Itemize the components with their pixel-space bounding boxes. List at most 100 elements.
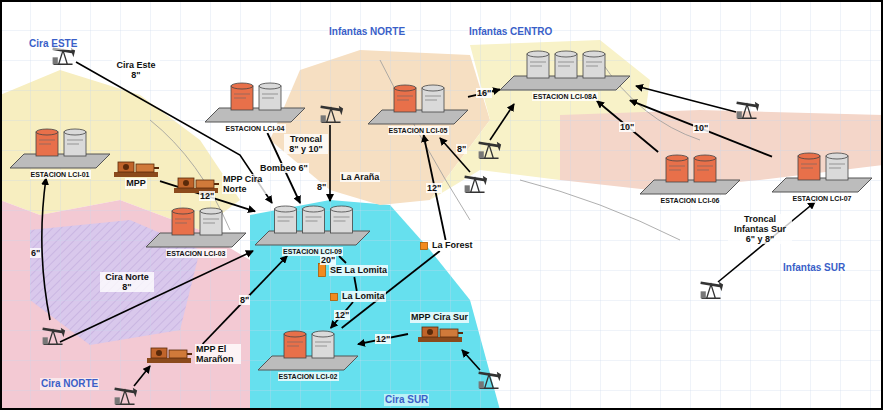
pump-body: [136, 164, 154, 172]
pump-wheel: [183, 180, 189, 186]
pipe-diameter-label: 12": [375, 334, 391, 344]
node-label: MPP Cira Sur: [410, 312, 469, 323]
pump-body: [169, 350, 187, 358]
tank-body: [798, 156, 820, 180]
pumpjack-icon: [701, 282, 724, 298]
tank-top: [275, 206, 297, 212]
flow-line: [134, 366, 150, 386]
pumpjack-icon: [465, 176, 488, 192]
tank-body: [694, 158, 716, 182]
node-label: MPP El Marañon: [195, 344, 241, 364]
tank-top: [200, 208, 222, 214]
station-node: ESTACION LCI-02: [258, 328, 358, 381]
tank-detail: [203, 219, 219, 223]
region-name: Infantas NORTE: [328, 26, 406, 38]
pump-motor: [422, 327, 438, 337]
node-label: ESTACION LCI-06: [660, 196, 721, 205]
site-node: La Forest: [420, 240, 474, 251]
node-label: ESTACION LCI-01: [30, 170, 91, 179]
pipe-diameter-label: 10": [619, 122, 635, 132]
tank-top: [527, 51, 549, 57]
tank-top: [303, 206, 325, 212]
site-node: La Lomita: [330, 291, 386, 302]
tank-body: [259, 86, 281, 110]
tank-body: [331, 209, 353, 233]
pipe-label: Troncal 8" y 10": [284, 134, 328, 154]
pumpjack-icon: [43, 328, 66, 344]
tank-detail: [234, 94, 250, 98]
pipe-label: Cira Norte 8": [100, 272, 154, 292]
tank-body: [312, 334, 334, 358]
tank-top: [64, 129, 86, 135]
site-marker: [420, 242, 428, 250]
pump-station-node: MPP: [112, 158, 160, 189]
node-label: ESTACION LCI-07: [792, 194, 853, 203]
tank-detail: [829, 164, 845, 168]
station-node: ESTACION LCI-03: [146, 205, 246, 258]
tank-top: [583, 51, 605, 57]
tank-detail: [697, 166, 713, 170]
region-name: Cira ESTE: [28, 38, 78, 50]
tank-detail: [530, 62, 546, 66]
tank-body: [555, 54, 577, 78]
tank-body: [422, 88, 444, 112]
pipe-label: Troncal Infantas Sur 6" y 8": [728, 214, 792, 244]
station-node: ESTACION LCI-08A: [500, 48, 630, 101]
station-platform: [146, 233, 246, 247]
pipe-diameter-label: 12": [334, 310, 350, 320]
tank-top: [422, 85, 444, 91]
tank-top: [331, 206, 353, 212]
site-marker-fill: [331, 293, 338, 300]
pipeline-connector: [424, 135, 446, 240]
station-icon: [255, 203, 370, 247]
tank-body: [36, 132, 58, 156]
pump-pipe: [154, 167, 159, 169]
tank-top: [694, 155, 716, 161]
tank-top: [666, 155, 688, 161]
tank-body: [394, 88, 416, 112]
pipe-diameter-label: 12": [199, 191, 215, 201]
tank-detail: [669, 166, 685, 170]
pipeline-connector: [339, 256, 346, 263]
station-node: ESTACION LCI-04: [205, 80, 305, 133]
station-platform: [205, 108, 305, 122]
flow-line: [490, 104, 514, 140]
pipe-diameter-label: 16": [476, 88, 492, 98]
pump-icon: [112, 158, 160, 178]
tank-detail: [175, 219, 191, 223]
pipeline-connector: [630, 100, 772, 156]
pumpjack-icon: [321, 106, 344, 122]
flow-line: [42, 178, 50, 320]
tank-detail: [425, 96, 441, 100]
station-icon: [500, 48, 630, 92]
station-icon: [146, 205, 246, 249]
node-label: SE La Lomita: [329, 265, 388, 276]
tank-body: [284, 334, 306, 358]
station-platform: [368, 110, 468, 124]
tank-top: [312, 331, 334, 337]
flow-line: [329, 125, 331, 201]
tank-body: [172, 211, 194, 235]
pump-base: [114, 172, 158, 177]
pipe-diameter-label: 10": [693, 123, 709, 133]
pipeline-connector: [331, 302, 353, 328]
pump-base: [418, 337, 462, 342]
pump-pipe: [187, 353, 192, 355]
pump-pipe: [214, 183, 219, 185]
pumpjack-icon: [479, 142, 502, 158]
tank-top: [826, 153, 848, 159]
pipe-diameter-label: 8": [239, 295, 250, 305]
pumpjack-icon: [115, 388, 138, 404]
flow-line: [462, 350, 480, 370]
pump-motor: [118, 162, 134, 172]
node-label: MPP Cira Norte: [222, 174, 268, 194]
tank-detail: [262, 94, 278, 98]
tank-detail: [586, 62, 602, 66]
pipe-diameter-label: 20": [320, 255, 336, 265]
pipe-label: Cira Este 8": [112, 60, 160, 80]
pipeline-connector: [354, 277, 357, 291]
pump-station-node: MPP Cira Sur: [408, 312, 471, 343]
tank-detail: [278, 217, 294, 221]
